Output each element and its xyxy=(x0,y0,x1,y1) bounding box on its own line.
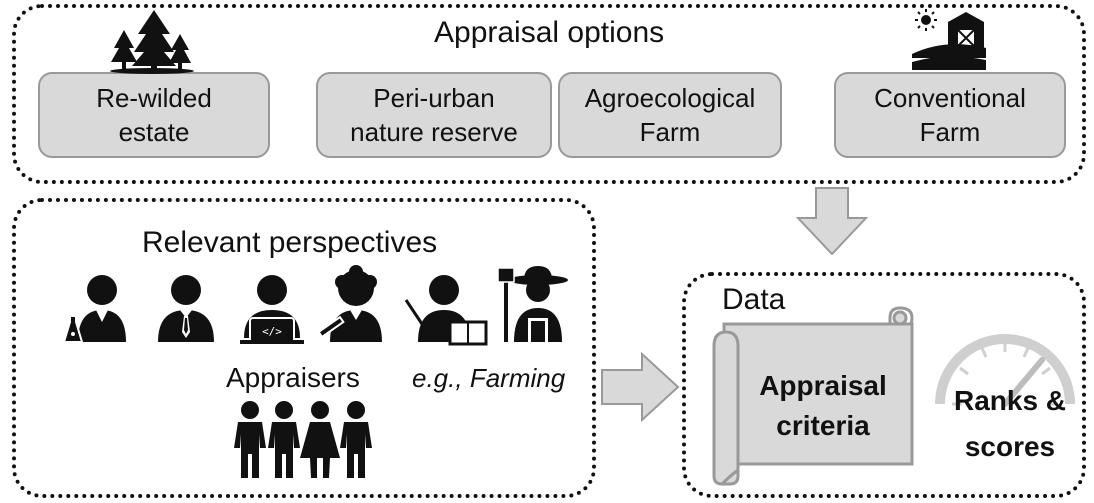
data-title: Data xyxy=(722,283,786,316)
ranks-and-scores-label: Ranks & scores xyxy=(940,378,1080,470)
craftsperson-icon xyxy=(317,265,382,342)
appraisal-options-title: Appraisal options xyxy=(434,16,665,49)
forest-icon xyxy=(110,10,194,74)
option-periurban-nature-reserve: Peri-urban nature reserve xyxy=(316,72,552,158)
programmer-icon: </> xyxy=(240,275,304,344)
criteria-line: criteria xyxy=(776,410,870,441)
option-line: Peri-urban xyxy=(373,83,495,113)
data-panel xyxy=(682,272,1086,498)
scientist-icon xyxy=(62,275,126,343)
right-arrow-icon xyxy=(601,351,680,423)
ranks-line: scores xyxy=(964,431,1056,462)
appraisal-criteria-label: Appraisal criteria xyxy=(738,366,908,446)
businessperson-icon xyxy=(158,275,214,342)
option-rewilded-estate: Re-wilded estate xyxy=(38,72,270,158)
option-line: Re-wilded xyxy=(96,83,212,113)
ranks-line: Ranks & xyxy=(953,385,1067,416)
group-of-people-icon xyxy=(234,401,372,478)
scroll-icon xyxy=(712,306,914,486)
farmer-icon xyxy=(497,266,568,342)
option-line: Conventional xyxy=(874,83,1026,113)
option-line: estate xyxy=(118,117,190,147)
criteria-line: Appraisal xyxy=(759,370,887,401)
svg-text:</>: </> xyxy=(262,325,282,338)
down-arrow-icon xyxy=(795,187,869,256)
farming-example-label: e.g., Farming xyxy=(412,363,566,393)
teacher-icon xyxy=(404,275,488,346)
farm-barn-icon xyxy=(912,9,986,70)
gauge-icon xyxy=(935,334,1075,407)
relevant-perspectives-panel xyxy=(12,198,596,498)
option-line: Farm xyxy=(919,117,981,147)
appraisal-options-panel xyxy=(12,4,1086,184)
appraisers-label: Appraisers xyxy=(226,362,360,393)
option-line: Farm xyxy=(639,117,701,147)
relevant-perspectives-title: Relevant perspectives xyxy=(142,226,438,259)
option-line: Agroecological xyxy=(584,83,756,113)
option-line: nature reserve xyxy=(350,117,518,147)
